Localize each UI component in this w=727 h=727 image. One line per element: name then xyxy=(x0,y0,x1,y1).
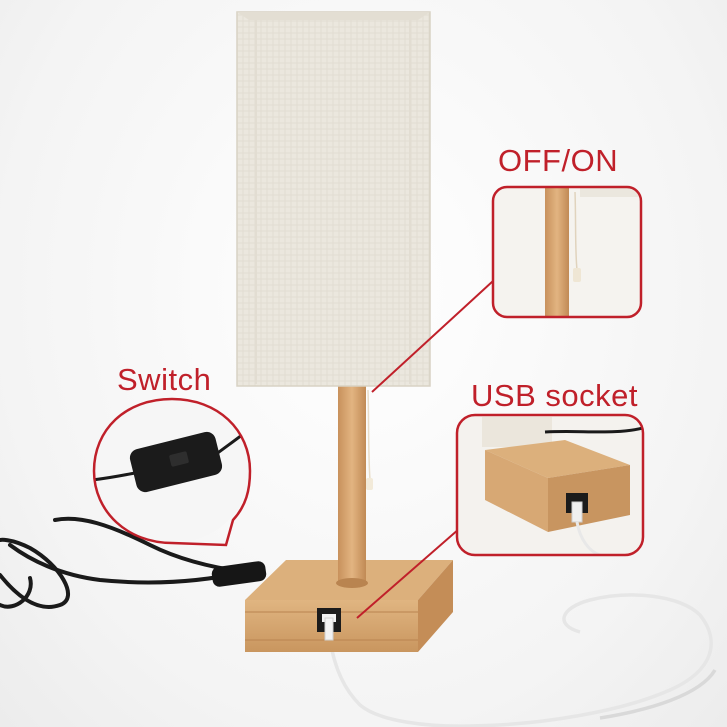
usb-cable xyxy=(328,593,717,727)
off-on-callout xyxy=(371,185,643,393)
usb-socket-callout xyxy=(356,413,645,619)
lamp-pole xyxy=(336,385,373,588)
lamp-shade xyxy=(236,11,431,387)
lamp-base xyxy=(245,560,453,652)
cord-switch xyxy=(211,561,267,587)
power-cord xyxy=(0,516,247,609)
usb-socket-label: USB socket xyxy=(471,378,638,413)
off-on-label: OFF/ON xyxy=(498,143,619,178)
switch-callout xyxy=(92,397,252,547)
switch-label: Switch xyxy=(117,362,212,397)
